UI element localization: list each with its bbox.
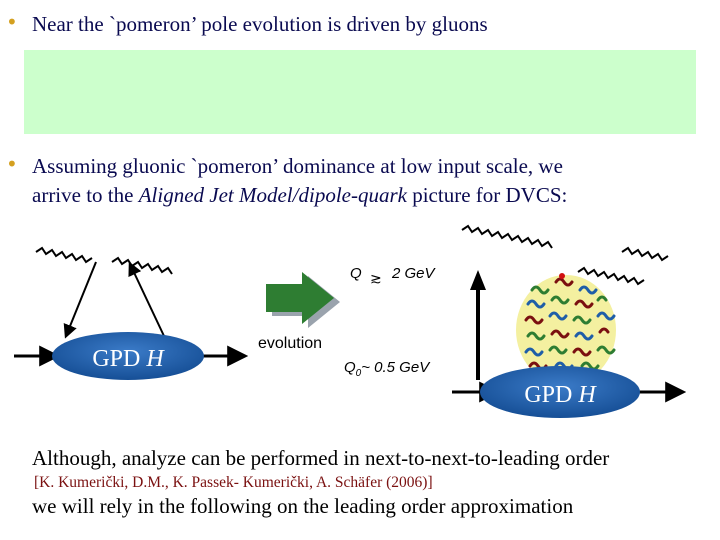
gluon-cluster xyxy=(516,275,616,385)
bullet-2-line2-italic: Aligned Jet Model/dipole-quark xyxy=(138,183,407,207)
left-diagram: GPD H xyxy=(14,246,249,380)
vertex-dot xyxy=(559,273,565,279)
q-relation-symbol: ≳ xyxy=(370,271,382,287)
bullet-2-line2-prefix: arrive to the xyxy=(32,183,139,207)
q-value: 2 GeV xyxy=(391,265,437,282)
photon-line-in-right xyxy=(461,224,553,249)
right-diagram: GPD H xyxy=(452,224,687,418)
bullet-2-line2-suffix: picture for DVCS: xyxy=(406,183,568,207)
photon-line-top-right xyxy=(621,246,669,262)
gpd-blob-right xyxy=(480,366,640,418)
q-label: Q xyxy=(350,265,362,282)
photon-line-out xyxy=(111,256,173,275)
gpd-label-right: GPD H xyxy=(524,382,597,408)
note-line-1: Although, analyze can be performed in ne… xyxy=(32,446,610,470)
quark-line-left xyxy=(63,261,97,339)
reference-citation: [K. Kumerički, D.M., K. Passek- Kumeričk… xyxy=(34,474,433,491)
note-line-2: we will rely in the following on the lea… xyxy=(32,494,574,518)
bullet-marker: • xyxy=(6,152,18,176)
quark-line-right xyxy=(128,261,165,337)
bullet-2-line2: arrive to the Aligned Jet Model/dipole-q… xyxy=(32,183,567,208)
bullet-marker: • xyxy=(6,10,18,34)
gpd-blob-left xyxy=(52,332,204,380)
highlight-box xyxy=(24,50,696,134)
bullet-1-text: Near the `pomeron’ pole evolution is dri… xyxy=(32,12,488,36)
photon-line-out-right xyxy=(577,266,645,286)
evolution-label: evolution xyxy=(258,335,322,352)
q0-label: Q0~ 0.5 GeV xyxy=(344,359,431,379)
evolution-arrow: evolution xyxy=(258,272,340,352)
photon-line-in xyxy=(35,246,93,264)
bullet-2-line1: Assuming gluonic `pomeron’ dominance at … xyxy=(32,154,563,178)
gpd-label-left: GPD H xyxy=(92,346,165,372)
scale-arrow-head xyxy=(470,270,486,290)
